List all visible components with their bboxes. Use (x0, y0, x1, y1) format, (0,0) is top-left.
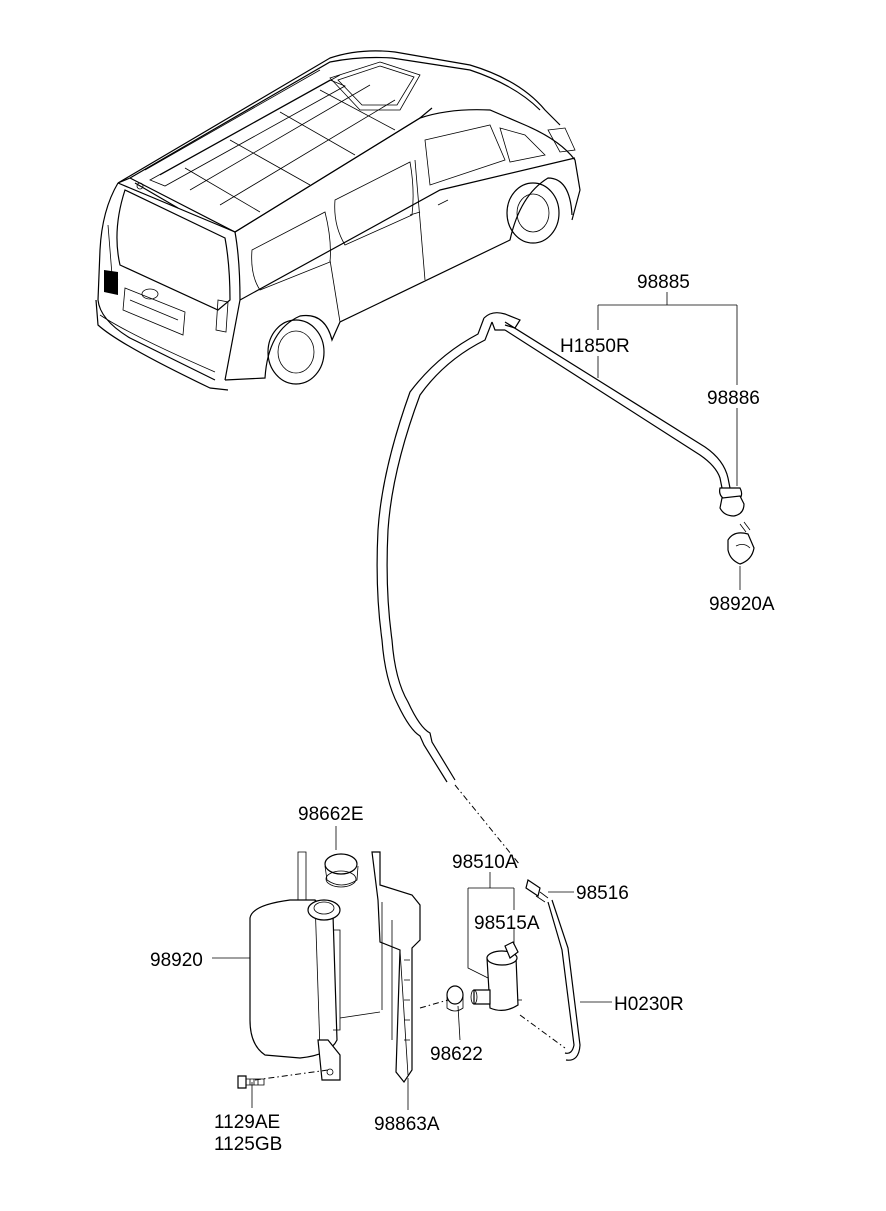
label-98885: 98885 (637, 272, 690, 293)
pump-hose (525, 879, 581, 1061)
label-1125gb: 1125GB (214, 1134, 282, 1155)
label-98920: 98920 (150, 950, 203, 971)
label-1129ae: 1129AE (214, 1112, 280, 1133)
washer-nozzle (727, 532, 755, 565)
label-98662e: 98662E (298, 804, 364, 825)
washer-reservoir (249, 851, 381, 1081)
label-98863a: 98863A (374, 1114, 440, 1135)
washer-hose-assembly (376, 312, 755, 866)
bolt (237, 1075, 247, 1089)
washer-pump (446, 941, 566, 1049)
label-h0230r: H0230R (614, 994, 684, 1015)
grommet (446, 985, 464, 1005)
label-98886: 98886 (707, 388, 760, 409)
reservoir-cap (324, 853, 358, 875)
reservoir-bracket (371, 851, 449, 1084)
part-labels: 98885 H1850R 98886 98920A 98662E 98510A … (150, 272, 775, 1155)
pump-outlet (504, 941, 519, 959)
label-98622: 98622 (430, 1044, 483, 1065)
hose-connector (525, 879, 541, 897)
van-illustration (95, 50, 581, 391)
label-h1850r: H1850R (560, 336, 630, 357)
label-98516: 98516 (576, 883, 629, 904)
label-98920a: 98920A (709, 594, 775, 615)
label-98510a: 98510A (452, 852, 518, 873)
leader-lines (212, 292, 741, 1110)
label-98515a: 98515A (474, 913, 540, 934)
